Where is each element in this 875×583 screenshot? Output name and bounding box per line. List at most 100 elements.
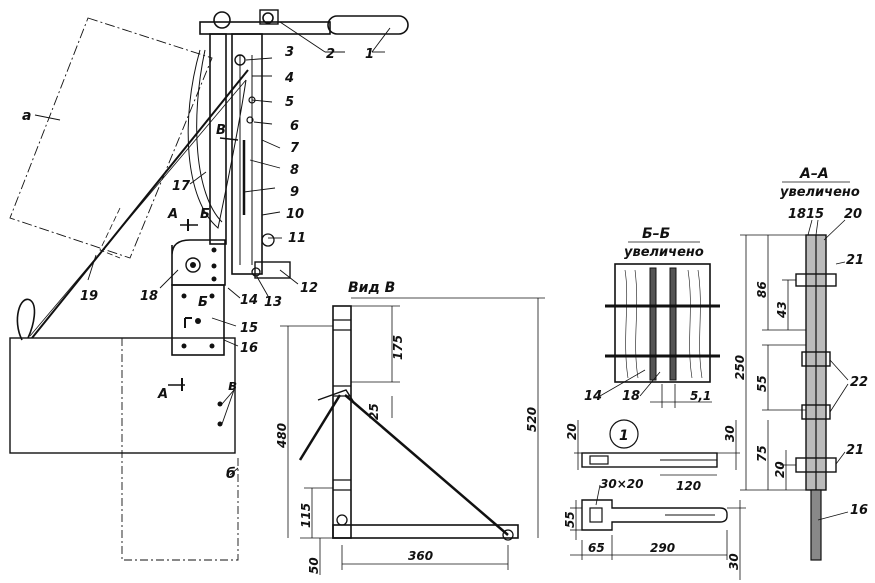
- section-bb-plate-1: [649, 267, 657, 381]
- label-7: 7: [290, 141, 300, 156]
- dim-520: 520: [525, 407, 539, 432]
- label-2: 2: [326, 47, 335, 62]
- label-19: 19: [80, 289, 98, 304]
- dim-55-detail: 55: [563, 511, 577, 528]
- dim-25: 25: [367, 403, 381, 420]
- plate-dot-2: [211, 263, 217, 269]
- leader-lines: [34, 21, 391, 476]
- view-v-base: [332, 524, 519, 539]
- label-A-top: А: [167, 207, 178, 222]
- view-v-title: Вид В: [348, 280, 395, 296]
- section-aa-subtitle: увеличено: [780, 185, 860, 200]
- board-16: [9, 337, 236, 454]
- dim-5-1: 5,1: [690, 389, 711, 403]
- plate-18-bolt-in: [190, 262, 196, 268]
- label-5: 5: [285, 95, 294, 110]
- bottom-block-12: [254, 261, 291, 279]
- detail-1-upper-slot: [589, 455, 609, 465]
- section-aa-label-20: 20: [844, 207, 862, 222]
- board-a-outline: [9, 17, 213, 259]
- top-bolt: [262, 12, 274, 24]
- cord-17b: [196, 49, 223, 223]
- nut-11: [261, 233, 275, 247]
- section-bb-label-14: 14: [584, 389, 602, 404]
- dim-86: 86: [755, 281, 769, 298]
- label-9: 9: [290, 185, 299, 200]
- view-v-brace-left: [298, 394, 342, 461]
- plate-15-dot-4: [209, 343, 215, 349]
- bolt-13: [251, 267, 261, 277]
- label-13: 13: [264, 295, 282, 310]
- plate-18-bolt: [185, 257, 201, 273]
- label-V-arrow: В: [216, 123, 226, 138]
- dim-75: 75: [755, 445, 769, 462]
- cord-19b: [29, 79, 247, 337]
- plate-15-dot-1: [181, 293, 187, 299]
- plate-dot-1: [211, 247, 217, 253]
- dim-175: 175: [391, 335, 405, 360]
- section-bb-subtitle: увеличено: [624, 245, 704, 260]
- dim-20-detail: 20: [565, 423, 579, 440]
- cord-19: [31, 69, 249, 339]
- wood-grain-1: [624, 269, 629, 379]
- dim-50: 50: [307, 557, 321, 574]
- label-1: 1: [365, 47, 374, 62]
- dim-43: 43: [775, 301, 789, 319]
- lever-handle: [327, 15, 409, 35]
- label-b: б: [226, 466, 236, 482]
- small-pulley-3: [234, 54, 246, 66]
- detail-1-badge: [609, 419, 639, 449]
- plate-dot-3: [211, 276, 217, 282]
- section-bb-plate-2: [669, 267, 677, 381]
- label-B-top: Б: [200, 207, 210, 222]
- dim-30x20: 30×20: [600, 477, 643, 491]
- view-v-dim-lines: [280, 297, 545, 575]
- section-aa: А–А увеличено 86 43 250 55 75 2: [733, 166, 868, 561]
- dim-120: 120: [676, 479, 701, 493]
- main-assembly: [9, 9, 409, 561]
- nut-22-a: [801, 351, 831, 367]
- screw-v-1: [217, 401, 223, 407]
- top-bracket: [259, 9, 279, 25]
- wood-grain-4: [697, 269, 703, 379]
- detail-1-dim-lines: [570, 420, 746, 580]
- section-aa-label-18: 18: [788, 207, 806, 222]
- label-15: 15: [240, 321, 258, 336]
- section-bb: Б–Б увеличено 5,1 14 18: [584, 226, 720, 408]
- label-10: 10: [286, 207, 304, 222]
- detail-1: 1 20 30 120 30×20 55 65 290 30: [563, 419, 746, 580]
- dim-30-detail-top: 30: [723, 425, 737, 442]
- part-number-labels: 1 2 3 4 5 6 7 8 9 10 11 12 13 14 15 16 1…: [22, 45, 374, 482]
- dim-360: 360: [408, 549, 433, 563]
- section-aa-board-16: [810, 489, 822, 561]
- vertical-rail: [231, 33, 263, 275]
- section-bb-block: [614, 263, 711, 383]
- dim-30-detail-bot: 30: [727, 553, 741, 570]
- view-v-post: [332, 305, 352, 539]
- arrow-v: [219, 137, 239, 141]
- view-v: Вид В 175 25 480 520 115 50 360: [275, 280, 545, 575]
- detail-1-lower-square: [589, 507, 603, 523]
- board-a-inner: [99, 207, 121, 259]
- dim-115: 115: [299, 503, 313, 528]
- view-v-pin-top: [336, 514, 348, 526]
- pin-6: [246, 116, 254, 124]
- section-aa-label-21-bot: 21: [846, 443, 864, 458]
- section-aa-title: А–А: [799, 166, 829, 182]
- section-bb-label-18: 18: [622, 389, 640, 404]
- label-a: а: [22, 108, 31, 124]
- section-bb-title: Б–Б: [642, 226, 670, 242]
- plate-15-dot-3: [181, 343, 187, 349]
- label-4: 4: [284, 71, 294, 86]
- wood-grain-3: [687, 269, 693, 379]
- label-12: 12: [300, 281, 318, 296]
- dim-250: 250: [733, 355, 747, 380]
- label-17: 17: [172, 179, 191, 194]
- latch: [184, 317, 192, 328]
- view-v-brace: [344, 394, 509, 536]
- section-aa-label-16: 16: [850, 503, 868, 518]
- view-v-pin-end: [502, 529, 514, 541]
- plate-15: [171, 284, 225, 356]
- label-16: 16: [240, 341, 258, 356]
